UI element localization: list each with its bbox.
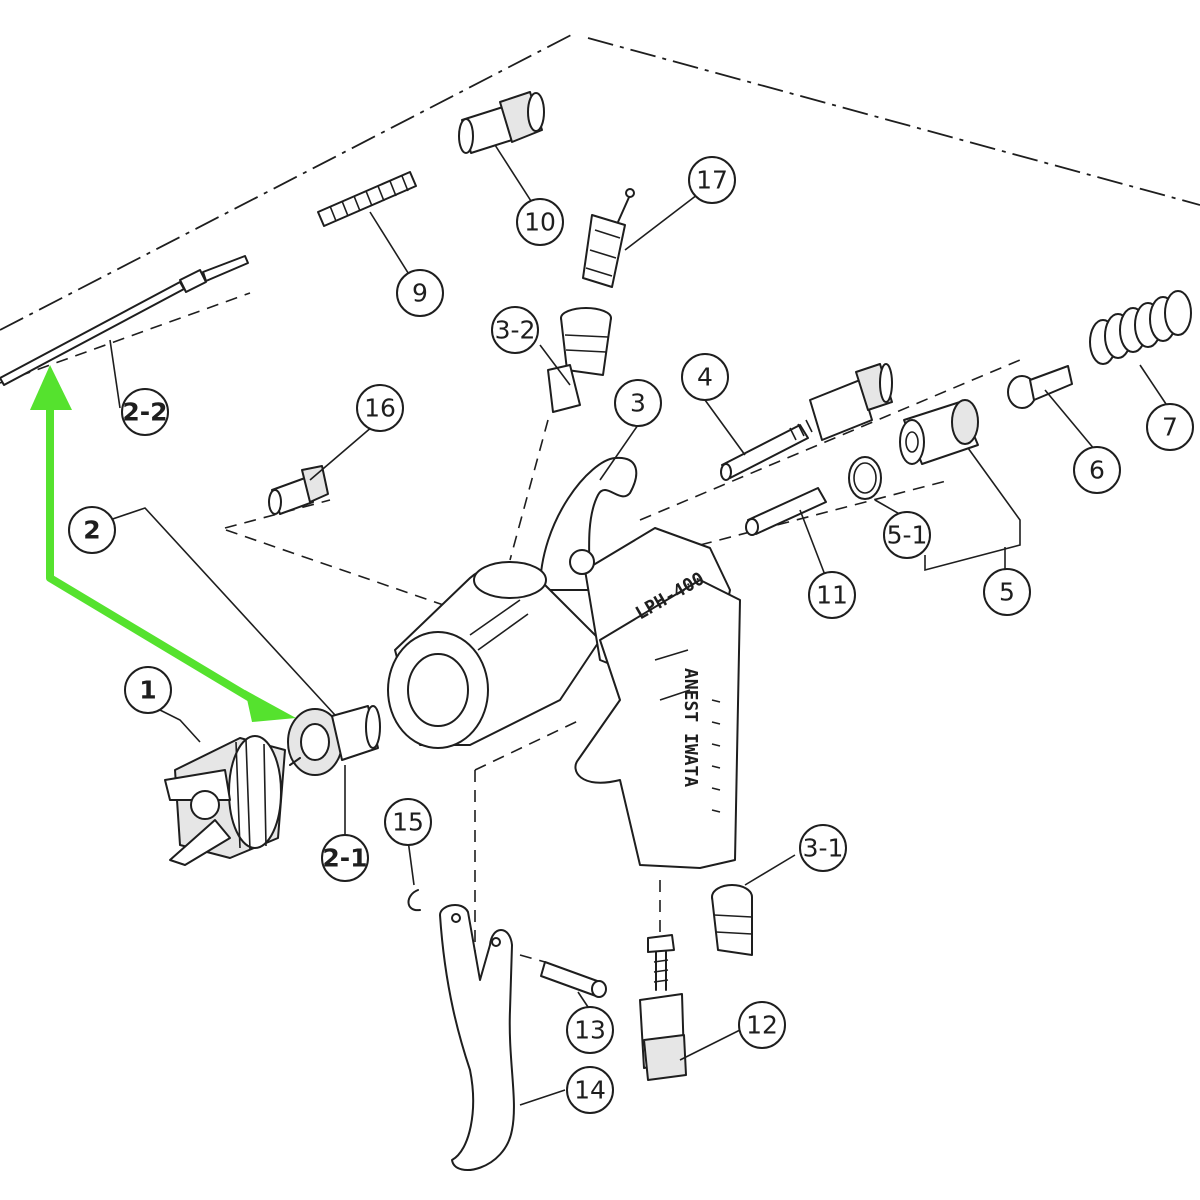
callout-5: 5 bbox=[983, 568, 1031, 616]
part-spring-7 bbox=[1089, 290, 1192, 365]
callout-2-1: 2-1 bbox=[321, 834, 369, 882]
callout-10: 10 bbox=[516, 198, 564, 246]
svg-text:2: 2 bbox=[83, 516, 100, 545]
svg-text:12: 12 bbox=[746, 1011, 778, 1040]
callout-3-1: 3-1 bbox=[799, 824, 847, 872]
svg-text:1: 1 bbox=[139, 676, 156, 705]
part-adjuster-10 bbox=[458, 91, 545, 154]
callout-7: 7 bbox=[1146, 403, 1194, 451]
svg-text:14: 14 bbox=[574, 1076, 606, 1105]
svg-text:3: 3 bbox=[630, 389, 646, 418]
svg-text:5: 5 bbox=[999, 578, 1015, 607]
callout-9: 9 bbox=[396, 269, 444, 317]
callout-6: 6 bbox=[1073, 446, 1121, 494]
callout-16: 16 bbox=[356, 384, 404, 432]
part-pin-13 bbox=[540, 961, 607, 998]
callout-13: 13 bbox=[566, 1006, 614, 1054]
svg-text:16: 16 bbox=[364, 394, 396, 423]
callout-1: 1 bbox=[124, 666, 172, 714]
part-pin-11 bbox=[745, 487, 827, 536]
callout-2: 2 bbox=[68, 506, 116, 554]
part-fluid-needle bbox=[0, 255, 249, 386]
svg-text:6: 6 bbox=[1089, 456, 1105, 485]
svg-text:4: 4 bbox=[697, 363, 713, 392]
part-valve-17 bbox=[582, 188, 635, 288]
svg-text:5-1: 5-1 bbox=[887, 521, 928, 550]
part-fluid-nozzle-2-1 bbox=[287, 705, 381, 776]
callout-17: 17 bbox=[688, 156, 736, 204]
svg-text:15: 15 bbox=[392, 808, 424, 837]
svg-text:3-1: 3-1 bbox=[803, 834, 844, 863]
part-gun-body-3: LPH-400 ANEST IWATA bbox=[387, 456, 741, 869]
callout-3: 3 bbox=[614, 379, 662, 427]
svg-text:10: 10 bbox=[524, 208, 556, 237]
part-oring-5-1 bbox=[848, 456, 882, 500]
part-fitting-3-2 bbox=[547, 307, 612, 413]
brand-text: ANEST IWATA bbox=[680, 668, 701, 787]
svg-text:7: 7 bbox=[1162, 413, 1178, 442]
highlight-arrow bbox=[30, 365, 296, 722]
svg-text:3-2: 3-2 bbox=[495, 316, 536, 345]
part-air-inlet-3-1 bbox=[711, 884, 753, 956]
callout-15: 15 bbox=[384, 798, 432, 846]
callout-12: 12 bbox=[738, 1001, 786, 1049]
callout-4: 4 bbox=[681, 353, 729, 401]
part-air-valve-12 bbox=[639, 934, 687, 1081]
svg-text:13: 13 bbox=[574, 1016, 606, 1045]
svg-text:17: 17 bbox=[696, 166, 728, 195]
part-nipple-16 bbox=[268, 465, 329, 515]
callout-11: 11 bbox=[808, 571, 856, 619]
part-trigger-14 bbox=[439, 904, 515, 1171]
part-air-cap-1 bbox=[164, 735, 286, 866]
callout-2-2: 2-2 bbox=[121, 388, 169, 436]
svg-text:9: 9 bbox=[412, 279, 428, 308]
callout-5-1: 5-1 bbox=[883, 511, 931, 559]
part-clip-15 bbox=[407, 889, 421, 912]
svg-text:2-2: 2-2 bbox=[122, 398, 167, 427]
part-screw-6 bbox=[1007, 365, 1073, 409]
frame-lines bbox=[0, 32, 1200, 1130]
svg-text:11: 11 bbox=[816, 581, 848, 610]
callout-3-2: 3-2 bbox=[491, 306, 539, 354]
svg-text:2-1: 2-1 bbox=[322, 844, 367, 873]
callout-14: 14 bbox=[566, 1066, 614, 1114]
part-valve-body-5 bbox=[899, 399, 979, 465]
part-valve-4 bbox=[720, 363, 893, 481]
part-spring-9 bbox=[317, 171, 417, 227]
